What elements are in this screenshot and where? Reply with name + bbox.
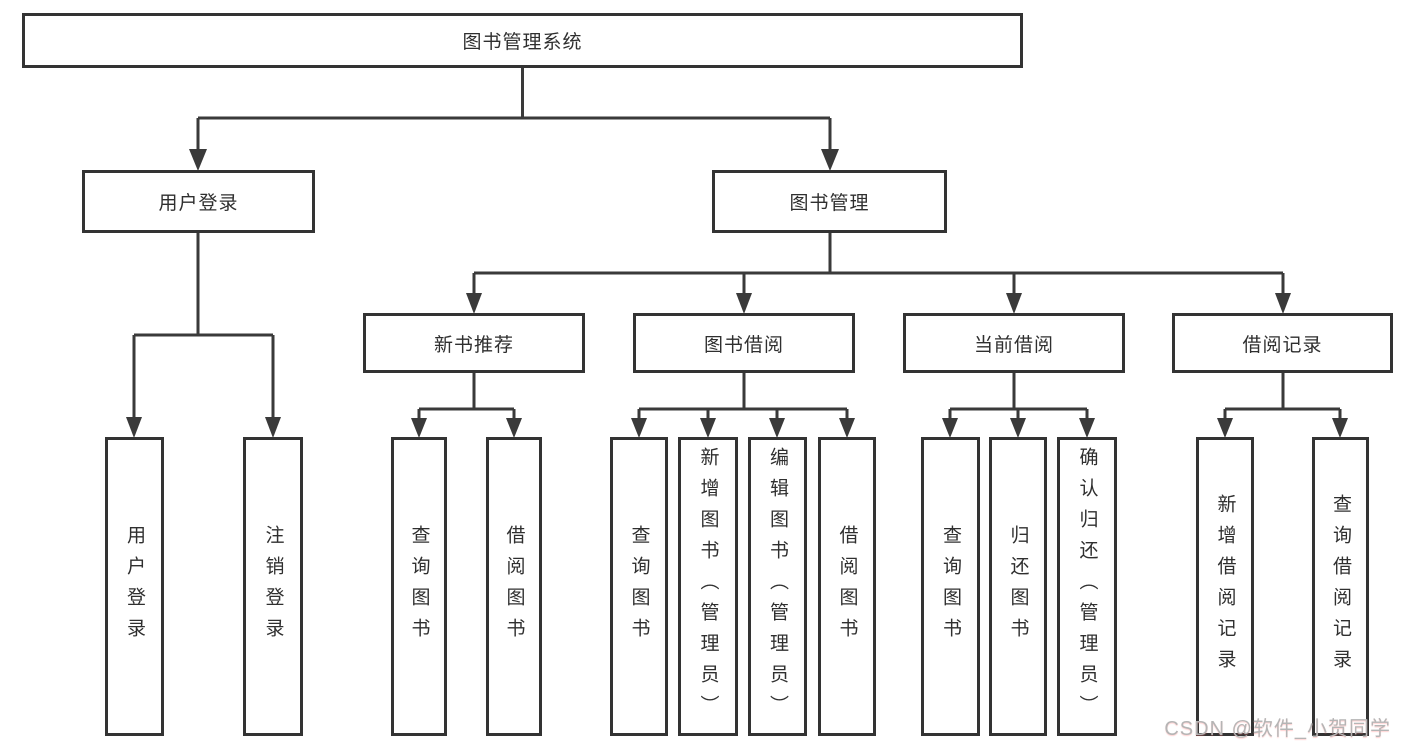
leaf-query-books-borrowing: 查询图书 — [610, 437, 668, 736]
node-book-management: 图书管理 — [712, 170, 947, 233]
node-label: 借阅记录 — [1242, 334, 1323, 356]
node-book-borrowing: 图书借阅 — [633, 313, 855, 373]
node-label: 查询图书 — [940, 524, 961, 649]
node-borrow-records: 借阅记录 — [1172, 313, 1393, 373]
node-user-login: 用户登录 — [82, 170, 315, 233]
leaf-return-book: 归还图书 — [989, 437, 1047, 736]
leaf-query-books-current: 查询图书 — [921, 437, 980, 736]
node-label: 新书推荐 — [433, 334, 514, 356]
node-label: 借阅图书 — [836, 524, 858, 649]
node-label: 图书借阅 — [703, 334, 784, 356]
leaf-borrow-books-recommend: 借阅图书 — [486, 437, 542, 736]
node-label: 借阅图书 — [503, 524, 525, 649]
node-label: 用户登录 — [158, 193, 239, 214]
watermark: CSDN @软件_小贺同学 — [1164, 718, 1391, 740]
node-label: 图书管理系统 — [462, 32, 583, 53]
node-current-borrowing: 当前借阅 — [903, 313, 1125, 373]
node-label: 确认归还（管理员） — [1076, 447, 1098, 726]
node-new-book-recommend: 新书推荐 — [363, 313, 585, 373]
node-label: 图书管理 — [789, 193, 870, 214]
node-label: 注销登录 — [262, 524, 284, 649]
leaf-user-login: 用户登录 — [105, 437, 164, 736]
leaf-edit-book-admin: 编辑图书（管理员） — [748, 437, 807, 736]
node-label: 查询图书 — [628, 524, 650, 649]
leaf-logout: 注销登录 — [243, 437, 303, 736]
leaf-query-books-recommend: 查询图书 — [391, 437, 447, 736]
node-label: 编辑图书（管理员） — [767, 447, 788, 726]
node-label: 用户登录 — [124, 524, 145, 649]
leaf-borrow-books: 借阅图书 — [818, 437, 876, 736]
node-label: 新增图书（管理员） — [697, 447, 719, 726]
node-label: 当前借阅 — [973, 334, 1054, 356]
node-label: 查询图书 — [408, 524, 430, 649]
leaf-add-borrow-record: 新增借阅记录 — [1196, 437, 1254, 736]
node-root-library-system: 图书管理系统 — [22, 13, 1023, 68]
node-label: 归还图书 — [1007, 524, 1029, 649]
arrowhead-icons — [126, 149, 1348, 438]
leaf-query-borrow-record: 查询借阅记录 — [1312, 437, 1369, 736]
leaf-confirm-return-admin: 确认归还（管理员） — [1057, 437, 1117, 736]
node-label: 查询借阅记录 — [1330, 493, 1351, 680]
node-label: 新增借阅记录 — [1214, 493, 1236, 680]
leaf-add-book-admin: 新增图书（管理员） — [678, 437, 738, 736]
